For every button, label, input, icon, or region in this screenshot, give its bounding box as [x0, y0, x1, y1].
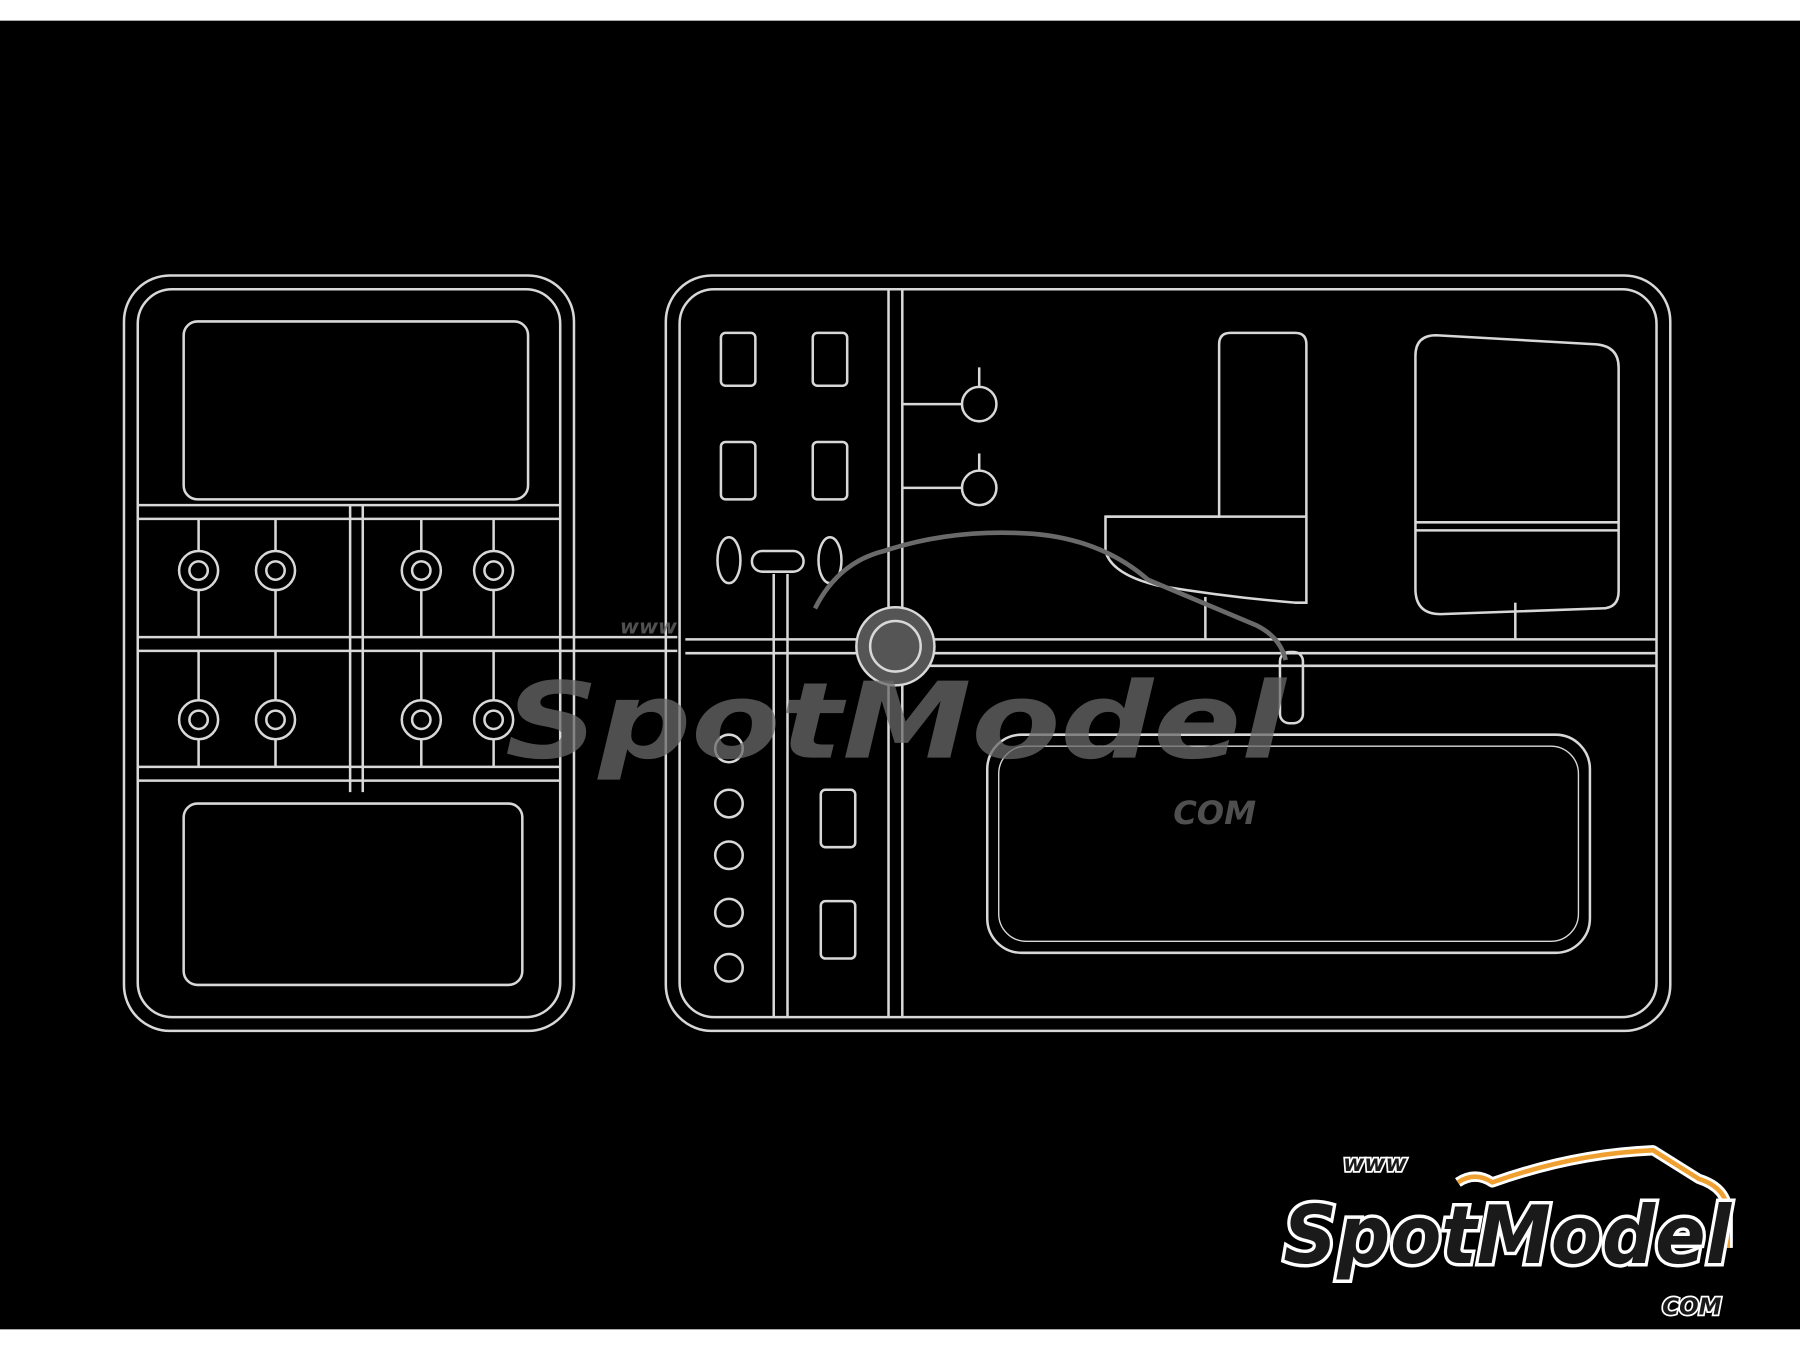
seat-part-right — [1414, 333, 1620, 616]
watermark-car-outline — [812, 530, 1288, 661]
logo-car-outline — [1456, 1147, 1730, 1248]
window-top-left — [182, 320, 530, 501]
window-bottom-left — [182, 802, 524, 987]
watermark-brand: SpotModel — [505, 660, 1288, 783]
logo-prefix: www — [1343, 1151, 1407, 1177]
ring-parts — [177, 518, 515, 767]
watermark-prefix: www — [620, 615, 678, 639]
spotmodel-logo: www SpotModel COM — [1280, 1145, 1736, 1322]
sprue-left-frame — [122, 274, 678, 1033]
sprue-right-frame — [664, 274, 1672, 1033]
logo-brand: SpotModel — [1283, 1188, 1732, 1282]
sprue-hub — [855, 606, 936, 687]
watermark: www SpotModel COM — [505, 530, 1288, 832]
logo-suffix: COM — [1662, 1294, 1721, 1320]
window-large-right — [985, 733, 1592, 955]
watermark-suffix: COM — [1173, 794, 1256, 832]
seat-part-left — [1104, 331, 1308, 604]
